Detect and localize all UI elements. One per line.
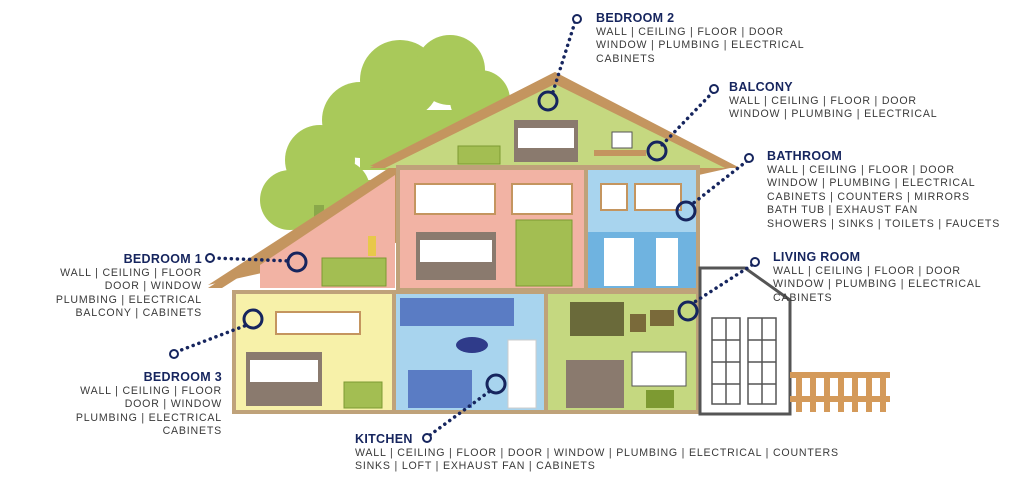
callout-bedroom3: BEDROOM 3 WALL | CEILING | FLOOR DOOR | … (40, 370, 222, 439)
callout-living-room: LIVING ROOM WALL | CEILING | FLOOR | DOO… (773, 250, 981, 305)
connector-end-dots (169, 14, 760, 443)
callout-title: BEDROOM 2 (596, 11, 675, 25)
callout-features: WALL | CEILING | FLOOR | DOOR WINDOW | P… (596, 26, 805, 65)
callout-features: WALL | CEILING | FLOOR DOOR | WINDOW PLU… (75, 385, 222, 438)
sofa (566, 360, 624, 408)
callout-bathroom: BATHROOM WALL | CEILING | FLOOR | DOOR W… (767, 149, 1000, 231)
callout-title: BATHROOM (767, 149, 843, 163)
callout-balcony: BALCONY WALL | CEILING | FLOOR | DOOR WI… (729, 80, 937, 122)
window-upper-left (414, 183, 496, 215)
callout-title: LIVING ROOM (773, 250, 861, 264)
callout-title: BEDROOM 3 (143, 370, 222, 384)
sink (604, 238, 634, 286)
bed-attic (514, 120, 578, 162)
fence (790, 372, 890, 412)
callout-features: WALL | CEILING | FLOOR | DOOR | WINDOW |… (355, 447, 839, 473)
callout-features: WALL | CEILING | FLOOR | DOOR WINDOW | P… (767, 164, 1001, 230)
connector-lines (174, 20, 754, 437)
callout-kitchen: KITCHEN WALL | CEILING | FLOOR | DOOR | … (355, 432, 839, 474)
toilet (656, 238, 678, 286)
callout-features: WALL | CEILING | FLOOR | DOOR WINDOW | P… (773, 265, 982, 304)
callout-bedroom2: BEDROOM 2 WALL | CEILING | FLOOR | DOOR … (596, 11, 804, 66)
side-building (698, 266, 792, 416)
callout-features: WALL | CEILING | FLOOR DOOR | WINDOW PLU… (55, 267, 202, 320)
kitchen-cabinets (400, 298, 514, 326)
callout-title: KITCHEN (355, 432, 413, 446)
callout-features: WALL | CEILING | FLOOR | DOOR WINDOW | P… (729, 95, 938, 121)
connector-rings (242, 90, 699, 395)
callout-bedroom1: BEDROOM 1 WALL | CEILING | FLOOR DOOR | … (40, 252, 202, 321)
tv (631, 351, 687, 387)
french-door (711, 317, 777, 405)
callout-title: BALCONY (729, 80, 793, 94)
callout-title: BEDROOM 1 (123, 252, 202, 266)
